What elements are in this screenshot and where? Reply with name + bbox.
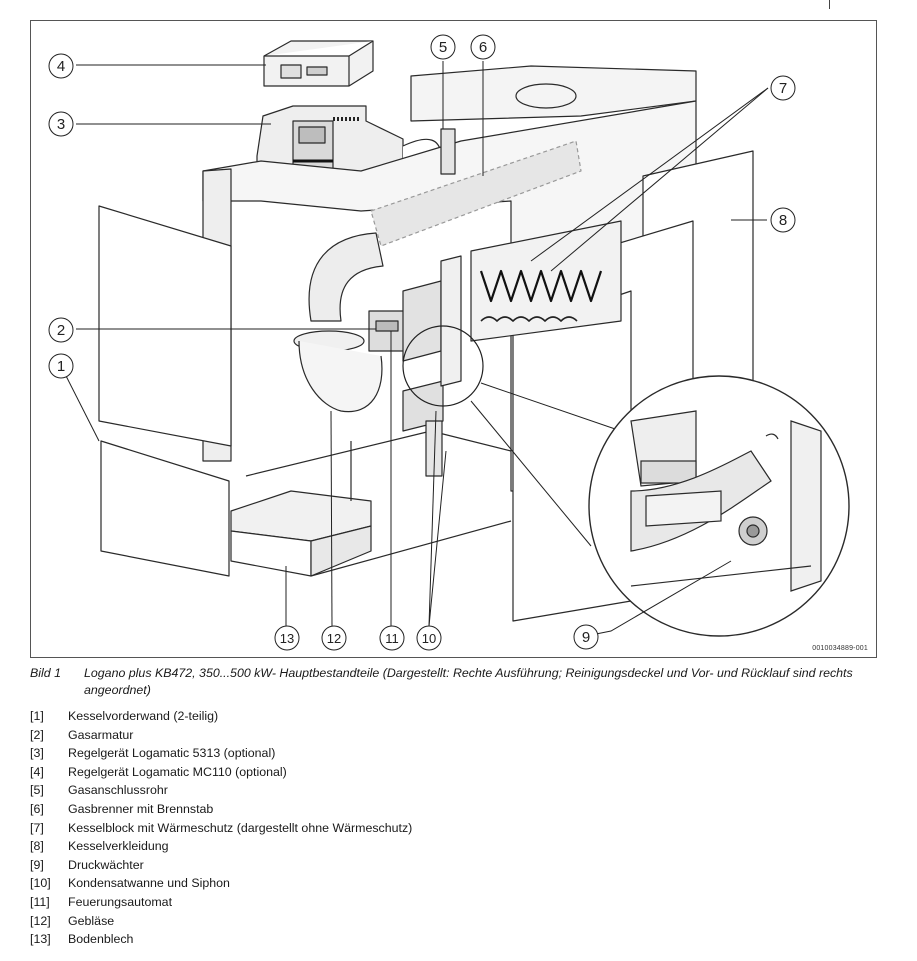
pressure-switch-detail bbox=[588, 375, 850, 637]
legend-number: [6] bbox=[30, 801, 44, 816]
callout-6: 6 bbox=[479, 39, 487, 56]
callout-1-circle bbox=[48, 353, 74, 379]
caption-label: Bild 1 bbox=[30, 666, 61, 680]
legend-item: [2] Gasarmatur bbox=[30, 726, 412, 745]
legend-item: [3] Regelgerät Logamatic 5313 (optional) bbox=[30, 744, 412, 763]
legend-item: [8] Kesselverkleidung bbox=[30, 837, 412, 856]
callout-11: 11 bbox=[385, 631, 399, 646]
callout-12-circle bbox=[321, 625, 347, 651]
legend-item: [10] Kondensatwanne und Siphon bbox=[30, 874, 412, 893]
legend-item: [13] Bodenblech bbox=[30, 930, 412, 949]
legend-text: Bodenblech bbox=[68, 932, 134, 947]
callout-6-circle bbox=[470, 34, 496, 60]
legend-text: Kondensatwanne und Siphon bbox=[68, 876, 230, 891]
legend-item: [12] Gebläse bbox=[30, 912, 412, 931]
legend-number: [12] bbox=[30, 913, 51, 928]
legend-item: [4] Regelgerät Logamatic MC110 (optional) bbox=[30, 763, 412, 782]
legend-item: [9] Druckwächter bbox=[30, 856, 412, 875]
legend-number: [13] bbox=[30, 932, 51, 947]
callout-12: 12 bbox=[327, 631, 341, 646]
callout-10: 10 bbox=[422, 631, 436, 646]
callout-13-circle bbox=[274, 625, 300, 651]
figure-caption: Bild 1 Logano plus KB472, 350...500 kW- … bbox=[30, 665, 890, 699]
parts-legend: [1] Kesselvorderwand (2-teilig) [2] Gasarm… bbox=[30, 707, 412, 949]
callout-13: 13 bbox=[280, 631, 294, 646]
controller-mc110-drawing bbox=[263, 40, 374, 87]
callout-9: 9 bbox=[582, 629, 590, 646]
caption-text: Logano plus KB472, 350...500 kW- Hauptbe… bbox=[84, 666, 853, 697]
callout-3-circle bbox=[48, 111, 74, 137]
legend-text: Kesselvorderwand (2-teilig) bbox=[68, 709, 219, 723]
legend-text: Regelgerät Logamatic 5313 (optional) bbox=[68, 746, 276, 761]
legend-text: Feuerungsautomat bbox=[68, 894, 173, 909]
legend-item: [6] Gasbrenner mit Brennstab bbox=[30, 800, 412, 819]
callout-10-circle bbox=[416, 625, 442, 651]
callout-2: 2 bbox=[57, 322, 65, 339]
page-edge-mark bbox=[829, 0, 830, 9]
legend-text: Kesselverkleidung bbox=[68, 839, 169, 854]
legend-text: Gebläse bbox=[68, 913, 115, 928]
callout-1: 1 bbox=[57, 358, 65, 375]
boiler-exploded-figure: 4 3 2 1 5 6 7 8 9 10 11 12 13 0010034889… bbox=[30, 20, 877, 658]
callout-5-circle bbox=[430, 34, 456, 60]
callout-3: 3 bbox=[57, 116, 65, 133]
legend-number: [4] bbox=[30, 764, 44, 779]
callout-4: 4 bbox=[57, 58, 65, 75]
legend-item: [11] Feuerungsautomat bbox=[30, 893, 412, 912]
callout-5: 5 bbox=[439, 39, 447, 56]
legend-item: [1] Kesselvorderwand (2-teilig) bbox=[30, 707, 412, 726]
legend-text: Kesselblock mit Wärmeschutz (dargestellt… bbox=[68, 820, 413, 835]
legend-number: [11] bbox=[30, 894, 50, 909]
legend-text: Druckwächter bbox=[68, 857, 144, 872]
legend-item: [5] Gasanschlussrohr bbox=[30, 781, 412, 800]
callout-8-circle bbox=[770, 207, 796, 233]
figure-id: 0010034889-001 bbox=[812, 645, 868, 652]
legend-number: [2] bbox=[30, 727, 44, 742]
callout-7-circle bbox=[770, 75, 796, 101]
legend-number: [10] bbox=[30, 876, 51, 891]
callout-4-circle bbox=[48, 53, 74, 79]
legend-text: Gasbrenner mit Brennstab bbox=[68, 801, 214, 816]
callout-8: 8 bbox=[779, 212, 787, 229]
legend-text: Regelgerät Logamatic MC110 (optional) bbox=[68, 764, 287, 779]
legend-number: [9] bbox=[30, 857, 44, 872]
callout-2-circle bbox=[48, 317, 74, 343]
legend-number: [5] bbox=[30, 783, 44, 798]
callout-11-circle bbox=[379, 625, 405, 651]
callout-7: 7 bbox=[779, 80, 787, 97]
boiler-drawing: 4 3 2 1 5 6 7 8 9 10 11 12 13 bbox=[48, 34, 850, 651]
callout-9-circle bbox=[573, 624, 599, 650]
legend-number: [7] bbox=[30, 820, 44, 835]
legend-number: [1] bbox=[30, 709, 44, 723]
legend-number: [3] bbox=[30, 746, 44, 761]
legend-number: [8] bbox=[30, 839, 44, 854]
legend-text: Gasarmatur bbox=[68, 727, 134, 742]
legend-text: Gasanschlussrohr bbox=[68, 783, 168, 798]
legend-item: [7] Kesselblock mit Wärmeschutz (dargeste… bbox=[30, 819, 412, 838]
